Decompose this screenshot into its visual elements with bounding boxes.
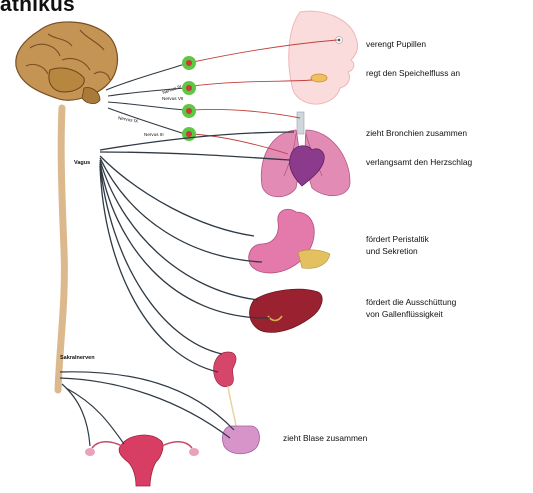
face-icon xyxy=(289,11,358,104)
effect-bronchi: zieht Bronchien zusammen xyxy=(366,127,467,139)
effect-heart: verlangsamt den Herzschlag xyxy=(366,156,472,168)
brain-icon xyxy=(16,22,118,104)
effect-gut-line2: und Sekretion xyxy=(366,245,429,257)
ganglia xyxy=(182,56,196,141)
effect-bladder: zieht Blase zusammen xyxy=(283,432,367,444)
nerve-label-4: Nervus III xyxy=(144,132,164,137)
salivary-gland-icon xyxy=(311,74,327,82)
nerve-label-2: Nervus VII xyxy=(162,96,183,101)
sacral-label: Sakralnerven xyxy=(60,355,95,361)
effect-saliva: regt den Speichelfluss an xyxy=(366,67,460,79)
stomach-icon xyxy=(249,209,330,273)
effect-bile-line1: fördert die Ausschüttung xyxy=(366,296,456,308)
page-title: athikus xyxy=(0,0,75,17)
liver-icon xyxy=(250,289,323,332)
spinal-cord xyxy=(58,108,64,390)
kidney-icon xyxy=(214,352,236,387)
effect-bile: fördert die Ausschüttung von Gallenflüss… xyxy=(366,296,456,320)
effect-bile-line2: von Gallenflüssigkeit xyxy=(366,308,456,320)
effect-gut: fördert Peristaltik und Sekretion xyxy=(366,233,429,257)
vagus-label: Vagus xyxy=(74,160,90,166)
uterus-icon xyxy=(85,435,199,486)
effect-pupils: verengt Pupillen xyxy=(366,38,426,50)
effect-gut-line1: fördert Peristaltik xyxy=(366,233,429,245)
bladder-icon xyxy=(222,426,259,454)
